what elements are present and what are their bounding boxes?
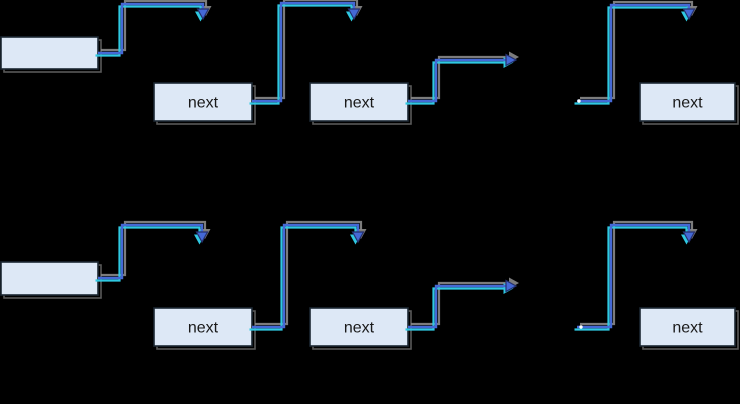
head-box-bottom xyxy=(0,261,99,296)
arrow-bottom-4-cyan xyxy=(574,226,688,331)
next-box-top-2 xyxy=(309,82,409,122)
arrow-top-1-arrowhead xyxy=(196,8,210,21)
next-box-bottom-2-label: next xyxy=(344,320,375,337)
connection-point-2 xyxy=(579,325,583,329)
arrow-bottom-3-cyan xyxy=(405,287,505,331)
arrow-top-3-cyan xyxy=(405,61,505,105)
next-box-top-3 xyxy=(639,82,736,122)
arrow-bottom-1 xyxy=(98,223,204,280)
arrow-bottom-3-shadow xyxy=(411,281,510,326)
arrow-bottom-2-arrowhead xyxy=(351,231,365,244)
head-box-top xyxy=(0,36,99,70)
arrow-top-4-arrowhead xyxy=(682,8,696,21)
arrow-top-1-cyan xyxy=(95,5,202,57)
arrow-top-4-shadow xyxy=(580,0,694,100)
next-box-top-3-label: next xyxy=(672,95,703,112)
arrow-top-3-shadow xyxy=(411,55,510,100)
arrow-top-2 xyxy=(252,1,356,103)
arrow-bottom-4-shadow xyxy=(580,220,694,326)
next-box-bottom-3-label: next xyxy=(672,320,703,337)
arrow-top-3-arrowhead xyxy=(505,53,518,67)
next-box-top-2-label: next xyxy=(344,95,375,112)
connection-point-1 xyxy=(577,99,581,103)
arrow-top-2-shadow xyxy=(255,0,359,100)
arrow-bottom-3-arrowhead xyxy=(505,279,518,293)
arrow-bottom-2-cyan xyxy=(249,226,357,331)
arrow-bottom-4 xyxy=(577,223,691,329)
arrow-top-4 xyxy=(577,3,691,103)
arrow-bottom-2-shadow xyxy=(255,220,363,326)
arrow-bottom-2 xyxy=(252,223,360,329)
arrow-bottom-4-arrowhead xyxy=(682,231,696,244)
arrow-bottom-1-cyan xyxy=(95,226,201,282)
arrow-top-1-shadow xyxy=(101,0,208,52)
arrow-top-2-cyan xyxy=(249,4,353,105)
arrow-bottom-1-arrowhead xyxy=(195,231,209,244)
arrow-top-1 xyxy=(98,2,205,55)
arrow-bottom-1-shadow xyxy=(101,220,207,277)
arrow-bottom-3 xyxy=(408,284,507,329)
arrow-top-2-arrowhead xyxy=(347,8,361,21)
arrow-top-3 xyxy=(408,58,507,103)
next-box-top-1-label: next xyxy=(188,95,219,112)
next-box-bottom-1-label: next xyxy=(188,320,219,337)
next-box-bottom-3 xyxy=(639,307,736,347)
